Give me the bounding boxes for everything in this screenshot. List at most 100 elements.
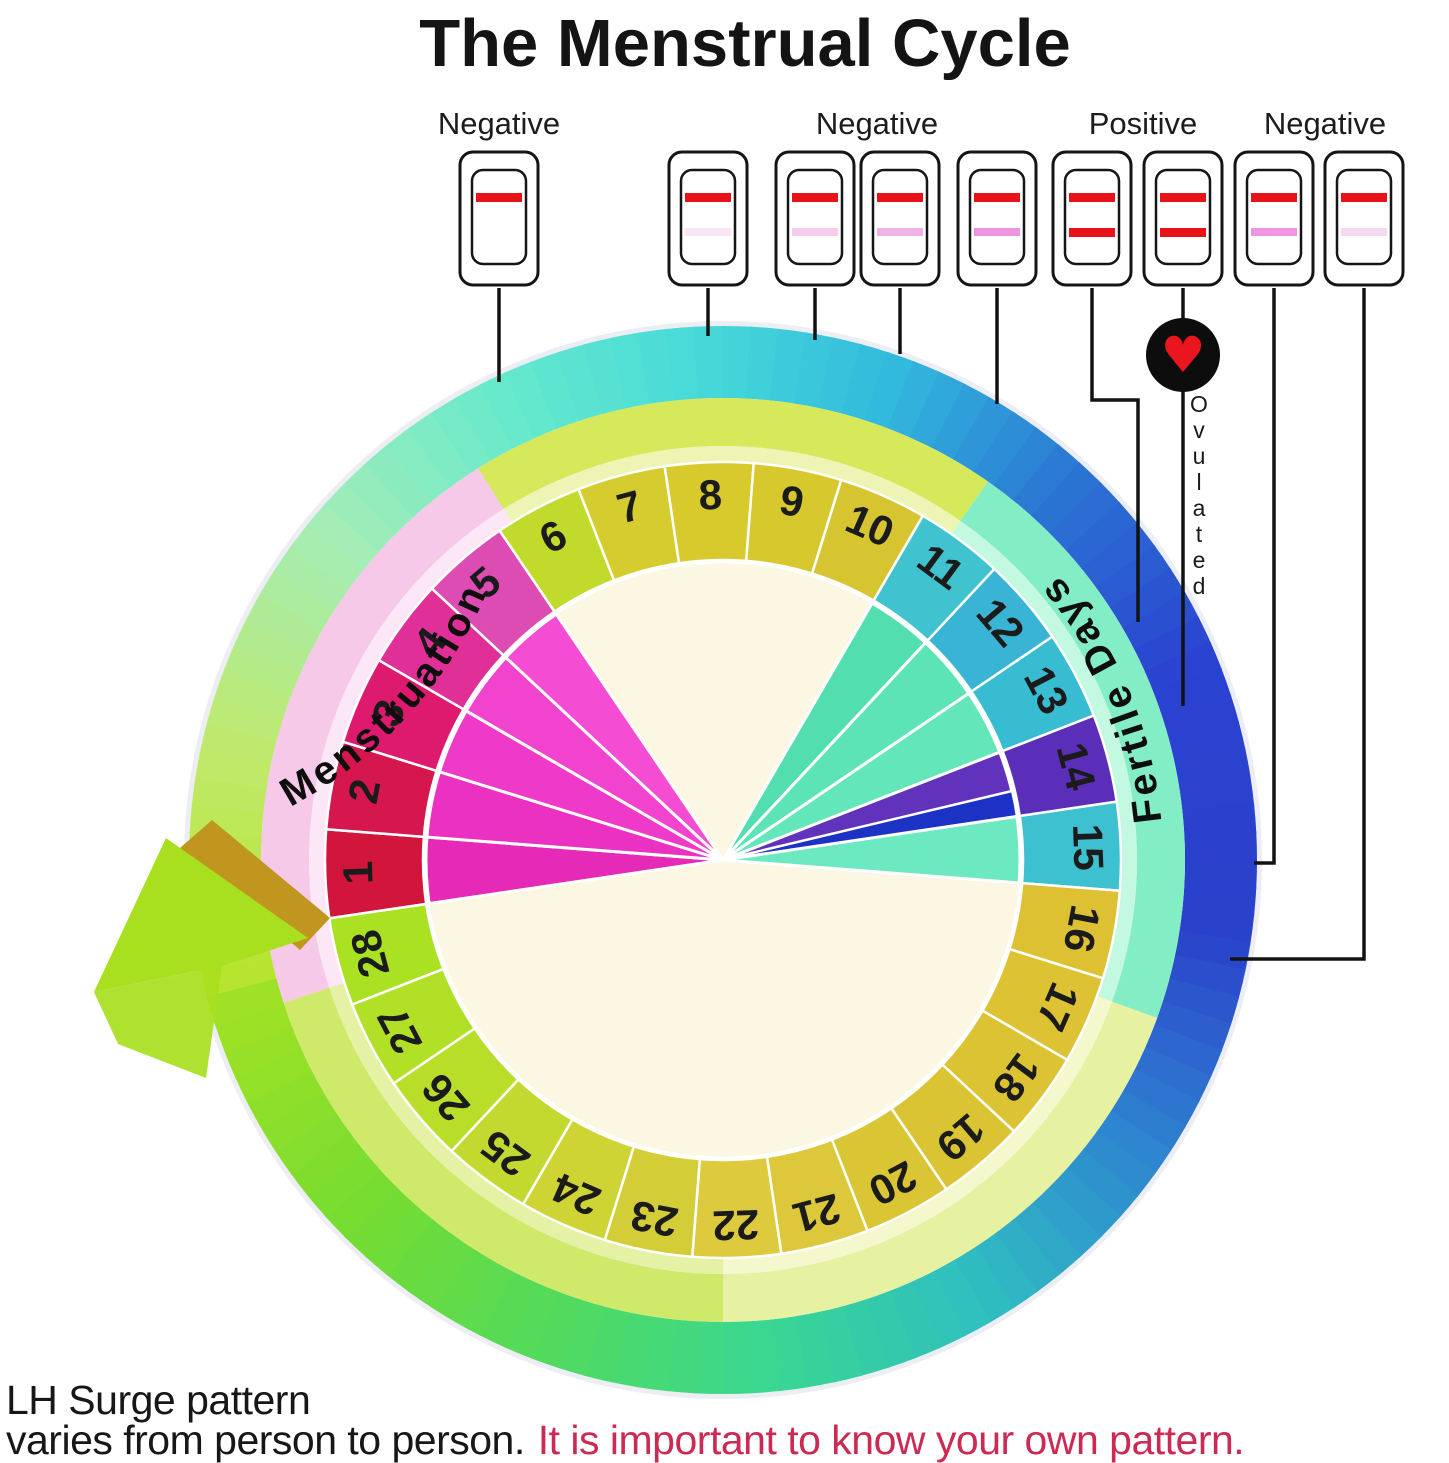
outer-ring-segment [246, 591, 324, 652]
test-strip [667, 150, 749, 287]
strip-control-line [1251, 193, 1297, 202]
strip-result-label: Positive [1089, 106, 1198, 141]
outer-ring-segment [817, 337, 863, 415]
outer-ring-segment [385, 1218, 453, 1293]
outer-ring-segment [887, 1281, 942, 1360]
outer-ring-segment [1065, 1149, 1139, 1219]
day-number-label: 28 [341, 925, 398, 982]
outer-ring-segment [1031, 462, 1102, 535]
outer-ring-segment [1096, 544, 1172, 610]
outer-ring-segment [993, 427, 1061, 502]
highlight-band-outer [478, 398, 988, 521]
ovulated-label: u [1193, 443, 1206, 469]
outer-ring-segment [325, 481, 398, 552]
outer-ring-segment [274, 544, 350, 610]
strip-control-line [476, 193, 522, 202]
outer-ring-segment [1012, 1202, 1082, 1276]
highlight-band-outer [283, 987, 723, 1322]
strip-window [1154, 168, 1212, 266]
highlight-band-outer [260, 468, 504, 1003]
outer-ring-segment [1144, 1024, 1223, 1079]
outer-ring-segment [864, 1290, 916, 1369]
strip-control-line [685, 193, 731, 202]
outer-ring-segment [1168, 954, 1246, 1000]
outer-ring-segment [504, 1281, 559, 1360]
strip-window [1335, 168, 1393, 266]
strip-window [679, 168, 737, 266]
outer-ring-segment [1134, 1046, 1212, 1104]
cycle-arrow-icon [94, 838, 308, 992]
outer-ring-segment [364, 444, 434, 518]
strip-window [871, 168, 929, 266]
outer-ring-segment [909, 371, 967, 449]
ovulated-label: l [1196, 469, 1201, 495]
strip-test-line [1160, 228, 1206, 237]
strip-window [1245, 168, 1303, 266]
highlight-band-outer [723, 1001, 1158, 1322]
outer-ring-segment [407, 1233, 473, 1309]
outer-ring-segment [973, 411, 1039, 487]
outer-ring-segment [993, 1218, 1061, 1293]
test-strip [1233, 150, 1315, 287]
strip-control-line [877, 193, 923, 202]
outer-ring-segment [454, 383, 515, 461]
outer-ring-segment [1122, 591, 1200, 652]
highlight-band-inner [329, 982, 723, 1274]
outer-ring-segment [385, 427, 453, 502]
leader-line [1230, 288, 1366, 961]
outer-ring-segment [364, 1202, 434, 1276]
strip-test-line [685, 228, 731, 236]
outer-ring-segment [259, 567, 337, 631]
outer-ring-segment [1162, 693, 1240, 742]
strip-window [786, 168, 844, 266]
outer-ring-segment [721, 1321, 753, 1394]
outer-ring-segment [1153, 667, 1232, 719]
outer-ring-segment [770, 1316, 808, 1392]
outer-ring-segment [1182, 802, 1257, 838]
heart-badge [1146, 318, 1220, 392]
outer-ring-segment [407, 411, 473, 487]
outer-ring-segment [1081, 1130, 1156, 1198]
outer-ring-segment [794, 332, 836, 409]
day-number-label: 21 [788, 1185, 845, 1242]
strip-control-line [1069, 193, 1115, 202]
fertile-wedge [722, 814, 1022, 885]
outer-ring-segment [1179, 775, 1255, 813]
menstruation-wedge [503, 612, 725, 862]
outer-ring-segment [721, 326, 753, 399]
outer-ring-segment [887, 360, 942, 439]
outer-ring-segment [234, 616, 312, 674]
ovulated-label: t [1196, 521, 1203, 547]
footer-line2: varies from person to person.It is impor… [6, 1417, 1244, 1463]
outer-ring-segment [973, 1233, 1039, 1309]
highlight-band-inner [309, 508, 513, 988]
outer-ring-segment [1134, 616, 1212, 674]
outer-ring-segment [325, 1168, 398, 1239]
footer-line1: LH Surge pattern [6, 1377, 310, 1423]
outer-ring-segment [454, 1259, 515, 1337]
strip-result-label: Negative [438, 106, 560, 141]
outer-ring-segment [583, 1305, 629, 1383]
outer-ring-segment [479, 371, 537, 449]
outer-ring-segment [290, 522, 365, 590]
highlight-band-inner [503, 445, 961, 534]
outer-ring-segment [223, 1024, 302, 1079]
outer-ring-segment [195, 747, 272, 789]
highlight-band-inner [951, 520, 1137, 1002]
strip-test-line [877, 228, 923, 236]
outer-ring-segment [307, 501, 381, 571]
outer-ring-segment [223, 641, 302, 696]
strip-result-label: Negative [1264, 106, 1386, 141]
day-number-label: 16 [1054, 901, 1109, 956]
outer-ring-segment [665, 326, 701, 401]
highlight-band-inner [723, 996, 1113, 1274]
leader-line [1254, 288, 1276, 865]
outer-ring-segment [665, 1319, 701, 1394]
outer-ring-segment [259, 1089, 337, 1153]
outer-ring-segment [693, 1321, 725, 1394]
day-number-label: 22 [712, 1201, 760, 1250]
cycle-arrow-gold-accent [180, 820, 330, 950]
outer-ring-segment [556, 1299, 605, 1377]
